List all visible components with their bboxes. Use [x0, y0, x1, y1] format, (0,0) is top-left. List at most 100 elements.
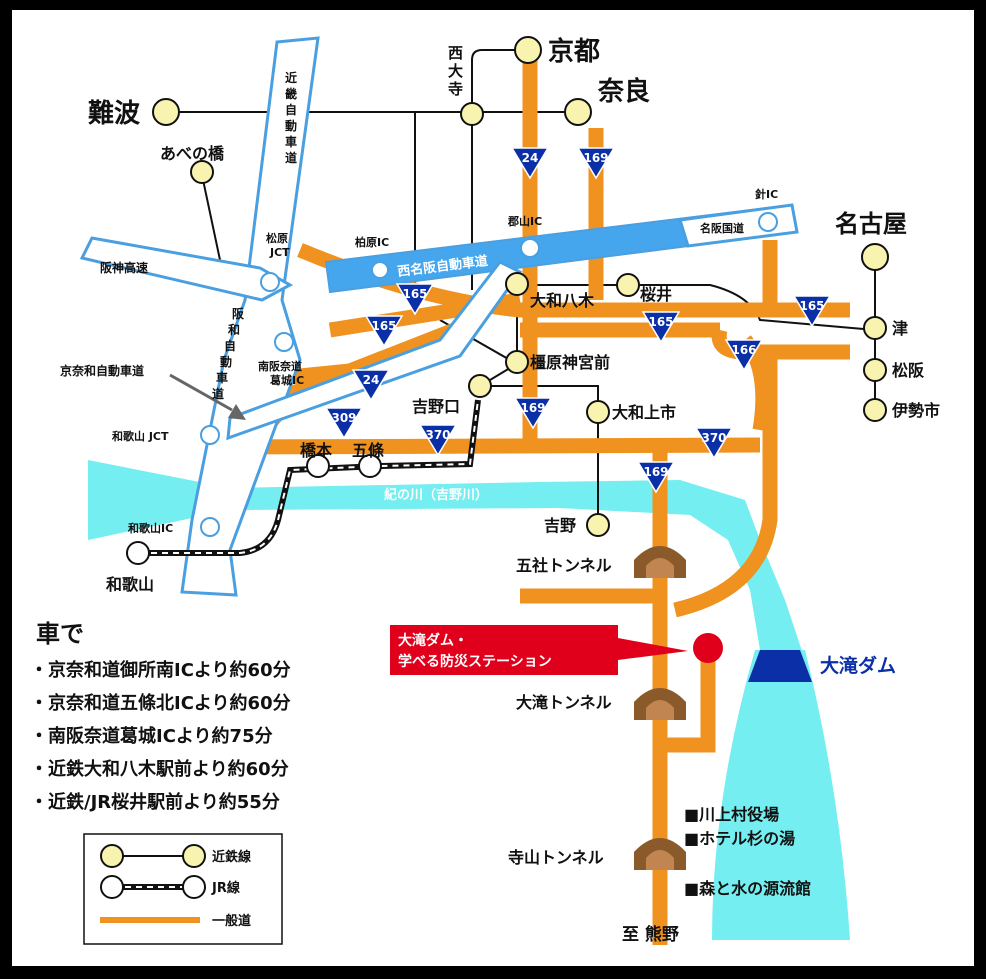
- tunnels: [634, 546, 686, 870]
- legend-kintetsu-icon: [100, 844, 124, 868]
- car-info-item: ・近鉄大和八木駅前より約60分: [30, 758, 289, 780]
- destination-marker: [693, 633, 723, 663]
- callout-line1: 大滝ダム・: [398, 632, 468, 649]
- route-shield-370: 370: [418, 424, 458, 457]
- keinawa-arrow: [169, 373, 246, 420]
- station-marker: [564, 98, 592, 126]
- label-yamato-kamiichi: 大和上市: [612, 403, 676, 422]
- station-marker: [586, 400, 610, 424]
- svg-text:165: 165: [371, 319, 396, 333]
- car-info: 車で ・京奈和道御所南ICより約60分 ・京奈和道五條北ICより約60分 ・南阪…: [30, 620, 291, 813]
- route-shield-24: 24: [510, 147, 550, 180]
- svg-text:370: 370: [425, 428, 450, 442]
- legend-road-label: 一般道: [212, 913, 251, 929]
- route-shield-165: 165: [641, 311, 681, 344]
- label-namba: 難波: [88, 99, 141, 129]
- svg-text:24: 24: [363, 373, 380, 387]
- jr-stations: [126, 454, 382, 565]
- route-shield-169: 169: [513, 397, 553, 430]
- tunnel-labels: 五社トンネル 大滝トンネル 寺山トンネル: [508, 556, 612, 867]
- label-sakurai: 桜井: [640, 285, 672, 304]
- facility-item: ■森と水の源流館: [684, 879, 811, 898]
- kino-river: [88, 460, 850, 940]
- jr-lines: [140, 399, 481, 556]
- ic-marker: [274, 332, 294, 352]
- svg-text:169: 169: [643, 465, 668, 479]
- car-info-heading: 車で: [36, 620, 84, 648]
- label-dam: 大滝ダム: [820, 654, 896, 677]
- station-marker: [460, 102, 484, 126]
- facility-list: ■川上村役場 ■ホテル杉の湯 ■森と水の源流館: [684, 805, 811, 898]
- station-labels: 西大寺 大和八木 桜井 橿原神宮前 吉野口 大和上市 吉野 橋本 五條 和歌山 …: [106, 44, 940, 594]
- station-marker: [505, 272, 529, 296]
- station-marker: [505, 350, 529, 374]
- station-marker: [863, 358, 887, 382]
- label-nishiotera: 西大寺: [448, 44, 463, 98]
- station-marker: [190, 160, 214, 184]
- car-info-item: ・近鉄/JR桜井駅前より約55分: [30, 791, 280, 813]
- dam-reservoir: [712, 650, 850, 940]
- label-matsusaka: 松阪: [892, 361, 925, 380]
- legend-kintetsu-label: 近鉄線: [212, 849, 252, 865]
- label-wakayama-jct: 和歌山 JCT: [112, 429, 169, 443]
- route-shield-24: 24: [351, 369, 391, 402]
- label-river: 紀の川（吉野川）: [384, 487, 488, 503]
- label-iseshi: 伊勢市: [891, 401, 940, 420]
- route-shield-165: 165: [395, 283, 435, 316]
- legend-jr-icon: [182, 875, 206, 899]
- station-marker: [586, 513, 610, 537]
- legend: 近鉄線 JR線 一般道: [83, 833, 283, 945]
- car-info-item: ・京奈和道五條北ICより約60分: [30, 692, 291, 714]
- station-marker: [514, 36, 542, 64]
- label-kinki-expressway: 近畿自動車道: [285, 70, 297, 165]
- label-destination: 至 熊野: [622, 924, 679, 945]
- svg-text:370: 370: [701, 431, 726, 445]
- label-hari-ic: 針IC: [755, 187, 778, 201]
- station-marker: [126, 541, 150, 565]
- legend-jr-label: JR線: [211, 880, 241, 896]
- label-yamato-yagi: 大和八木: [530, 291, 595, 310]
- legend-kintetsu-icon: [182, 844, 206, 868]
- dam-icon: [748, 650, 812, 682]
- svg-text:24: 24: [522, 151, 539, 165]
- svg-text:165: 165: [402, 287, 427, 301]
- station-marker: [306, 454, 330, 478]
- station-marker: [152, 98, 180, 126]
- kinki-expressway: [180, 36, 320, 597]
- station-marker: [358, 454, 382, 478]
- ic-marker: [260, 272, 280, 292]
- label-kyoto: 京都: [548, 36, 600, 67]
- route-shield-165: 165: [364, 315, 404, 348]
- label-nara: 奈良: [597, 76, 650, 107]
- route-shield-309: 309: [324, 407, 364, 440]
- expressways: [79, 36, 799, 597]
- label-hashimoto: 橋本: [300, 441, 332, 460]
- svg-text:309: 309: [331, 411, 356, 425]
- city-labels: 京都 奈良 難波 名古屋 あべの橋: [88, 36, 907, 238]
- kintetsu-stations: [152, 36, 889, 537]
- keinawa-expressway: [226, 260, 523, 441]
- label-kashihara-jingumae: 橿原神宮前: [530, 353, 610, 372]
- route-shield-165: 165: [792, 295, 832, 328]
- car-info-item: ・南阪奈道葛城ICより約75分: [30, 725, 273, 747]
- interchange-markers: [200, 212, 778, 537]
- ic-marker: [520, 238, 540, 258]
- route-shields: 24 169 165 165 165 165 166 24 309 370 16…: [324, 147, 832, 494]
- label-hanshin-expressway: 阪神高速: [100, 260, 148, 275]
- route-shield-370: 370: [694, 427, 734, 460]
- svg-text:165: 165: [648, 315, 673, 329]
- label-kashiwara-ic: 柏原IC: [355, 235, 389, 249]
- legend-jr-icon: [100, 875, 124, 899]
- callout-banner: 大滝ダム・ 学べる防災ステーション: [390, 625, 688, 675]
- ic-marker: [371, 261, 389, 279]
- label-meihan-kokudo: 名阪国道: [700, 221, 744, 235]
- route-shield-169: 169: [576, 147, 616, 180]
- label-yoshinoguchi: 吉野口: [412, 397, 460, 416]
- label-minamihanna-katsuragi-ic: 南阪奈道葛城IC: [258, 359, 304, 387]
- svg-text:166: 166: [731, 343, 756, 357]
- svg-text:165: 165: [799, 299, 824, 313]
- ic-marker: [200, 517, 220, 537]
- svg-text:169: 169: [583, 151, 608, 165]
- tunnel-icon: [634, 546, 686, 578]
